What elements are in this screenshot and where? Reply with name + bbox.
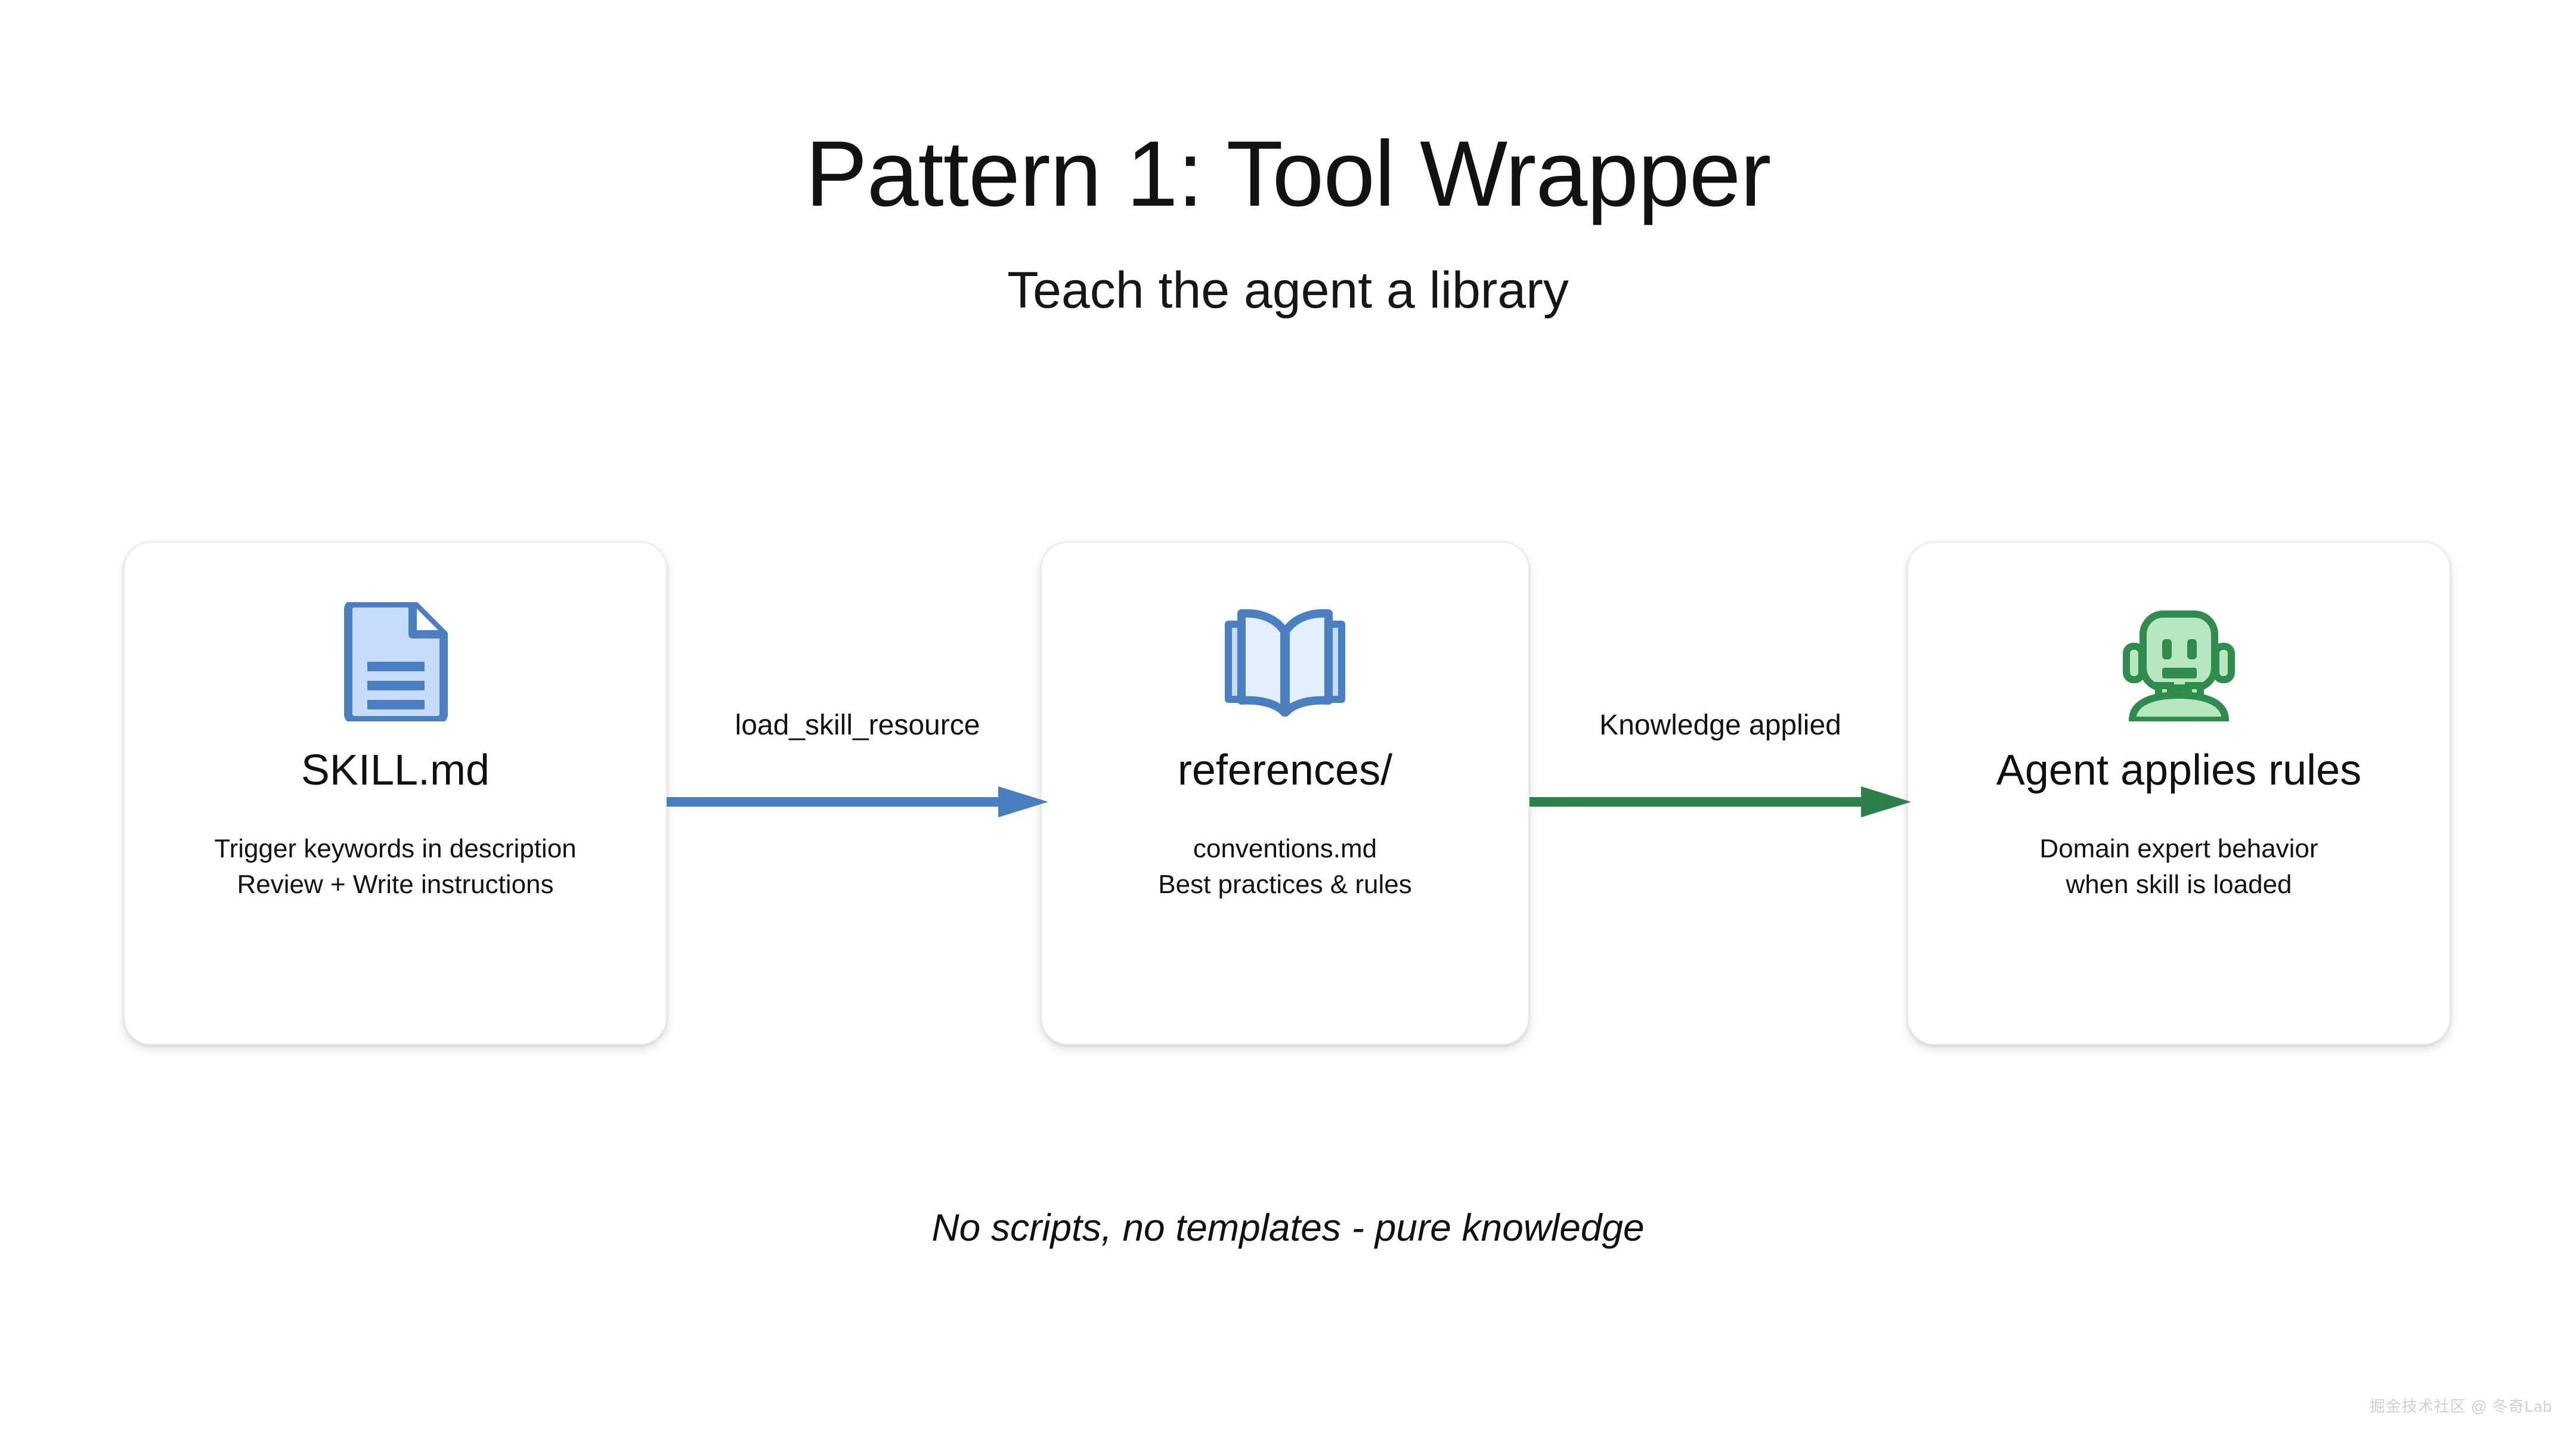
arrow-green-icon <box>1530 786 1911 817</box>
node-title: Agent applies rules <box>1996 746 2362 794</box>
edge-skill-to-references: load_skill_resource <box>667 711 1048 838</box>
node-title: SKILL.md <box>301 746 490 794</box>
node-description: conventions.md Best practices & rules <box>1158 834 1412 899</box>
edge-references-to-agent: Knowledge applied <box>1530 711 1911 838</box>
page-title: Pattern 1: Tool Wrapper <box>805 122 1772 226</box>
edge-label: load_skill_resource <box>735 709 980 741</box>
footer-note: No scripts, no templates - pure knowledg… <box>931 1206 1645 1249</box>
node-card-skill[interactable]: SKILL.md Trigger keywords in description… <box>123 541 667 1045</box>
robot-icon <box>2119 602 2238 721</box>
arrow-blue-icon <box>667 786 1048 817</box>
node-description: Trigger keywords in description Review +… <box>214 834 577 899</box>
diagram-nodes-row: SKILL.md Trigger keywords in description… <box>0 541 2576 1054</box>
page-subtitle: Teach the agent a library <box>1007 262 1569 319</box>
edge-label: Knowledge applied <box>1599 709 1841 741</box>
open-book-icon <box>1222 602 1348 721</box>
node-title: references/ <box>1177 746 1393 794</box>
node-card-agent[interactable]: Agent applies rules Domain expert behavi… <box>1907 541 2451 1045</box>
node-card-references[interactable]: references/ conventions.md Best practice… <box>1041 541 1530 1045</box>
node-description: Domain expert behavior when skill is loa… <box>2039 834 2318 899</box>
document-icon <box>339 602 452 721</box>
watermark: 掘金技术社区 @ 冬奇Lab <box>2369 1397 2552 1415</box>
